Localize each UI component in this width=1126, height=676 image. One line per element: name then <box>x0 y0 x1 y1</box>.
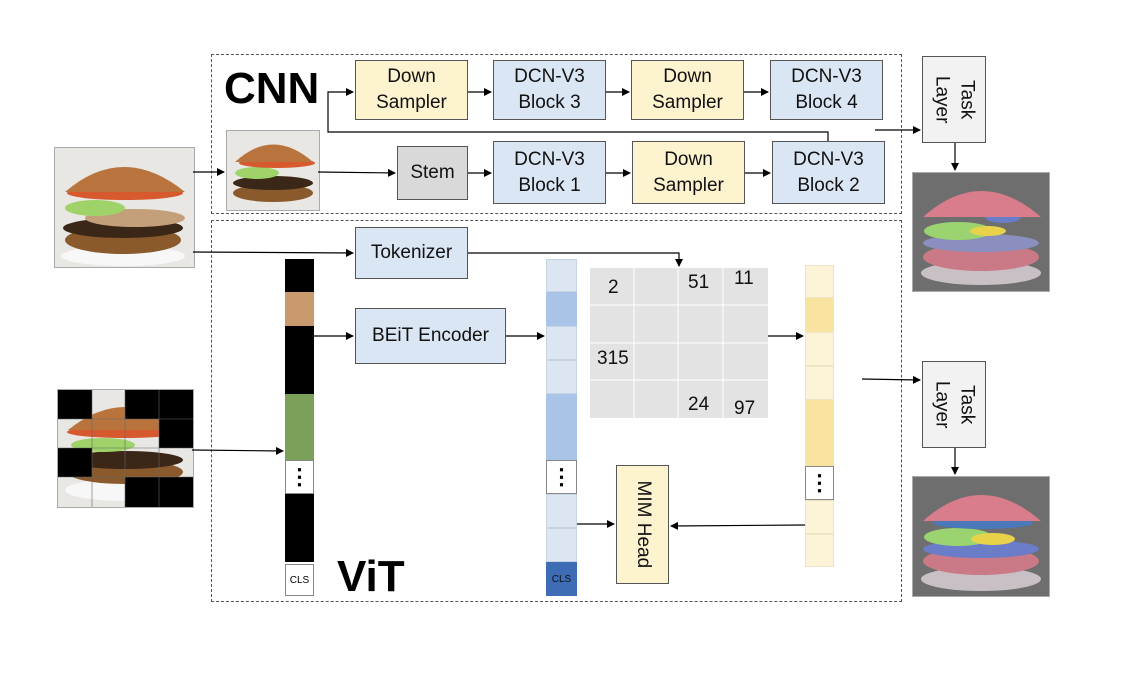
masked-patch-image <box>57 389 194 508</box>
output-token <box>805 332 834 366</box>
beit-encoder-box: BEiT Encoder <box>355 308 506 364</box>
token-id: 24 <box>688 394 710 415</box>
output-token <box>805 500 834 534</box>
cls-token-input: CLS <box>285 564 314 596</box>
encoded-token <box>546 427 577 460</box>
token-id: 2 <box>608 277 619 298</box>
patch-token <box>285 259 314 292</box>
dcn-v3-block-1: DCN-V3 Block 1 <box>493 141 606 204</box>
stem-box: Stem <box>397 146 468 200</box>
patch-ellipsis-text: ⋮ <box>288 464 311 489</box>
output-token <box>805 298 834 332</box>
token-id-grid: 2 51 11 315 24 97 <box>590 268 768 419</box>
output-token-sequence: ⋮ <box>805 265 834 567</box>
encoder-output-sequence: ⋮ CLS <box>546 259 577 596</box>
encoded-token <box>546 528 577 562</box>
token-id: 11 <box>734 268 754 289</box>
dcn-v3-block-2: DCN-V3 Block 2 <box>772 141 885 204</box>
encoded-token <box>546 292 577 326</box>
cls-encoded-label: CLS <box>551 573 572 585</box>
cnn-input-image <box>226 130 320 211</box>
patch-token <box>285 292 314 326</box>
vit-title: ViT <box>337 552 405 601</box>
encoded-token <box>546 394 577 427</box>
encoded-token <box>546 259 577 292</box>
patch-token <box>285 494 314 528</box>
patch-token <box>285 326 314 360</box>
input-burger-image <box>54 147 195 268</box>
output-token <box>805 265 834 298</box>
output-token <box>805 534 834 567</box>
output-token <box>805 400 834 433</box>
cnn-output-segmentation <box>912 172 1050 292</box>
patch-token <box>285 394 314 460</box>
encoded-token <box>546 360 577 394</box>
task-layer-vit: Task Layer <box>922 361 986 448</box>
patch-token <box>285 528 314 562</box>
cnn-region <box>211 54 902 214</box>
output-token <box>805 366 834 400</box>
cls-label: CLS <box>289 574 310 586</box>
dcn-v3-block-3: DCN-V3 Block 3 <box>493 60 606 120</box>
encoded-ellipsis: ⋮ <box>546 460 577 494</box>
task-layer-cnn: Task Layer <box>922 56 986 143</box>
token-id: 97 <box>734 398 756 419</box>
patch-sequence: ⋮ CLS <box>285 259 314 596</box>
encoded-token <box>546 494 577 528</box>
cnn-title: CNN <box>224 64 320 113</box>
output-ellipsis-text: ⋮ <box>808 470 831 495</box>
mim-head-box: MIM Head <box>616 465 669 584</box>
patch-token <box>285 360 314 394</box>
vit-output-segmentation <box>912 476 1050 597</box>
cls-token-encoded: CLS <box>546 562 577 596</box>
encoded-ellipsis-text: ⋮ <box>550 464 573 489</box>
down-sampler-bottom: Down Sampler <box>632 141 745 204</box>
vit-region <box>211 220 902 602</box>
patch-ellipsis: ⋮ <box>285 460 314 494</box>
tokenizer-box: Tokenizer <box>355 227 468 279</box>
down-sampler-top-2: Down Sampler <box>631 60 744 120</box>
down-sampler-top-1: Down Sampler <box>355 60 468 120</box>
dcn-v3-block-4: DCN-V3 Block 4 <box>770 60 883 120</box>
token-id: 51 <box>688 272 710 293</box>
output-token <box>805 433 834 466</box>
encoded-token <box>546 326 577 360</box>
token-id: 315 <box>597 348 629 369</box>
output-ellipsis: ⋮ <box>805 466 834 500</box>
